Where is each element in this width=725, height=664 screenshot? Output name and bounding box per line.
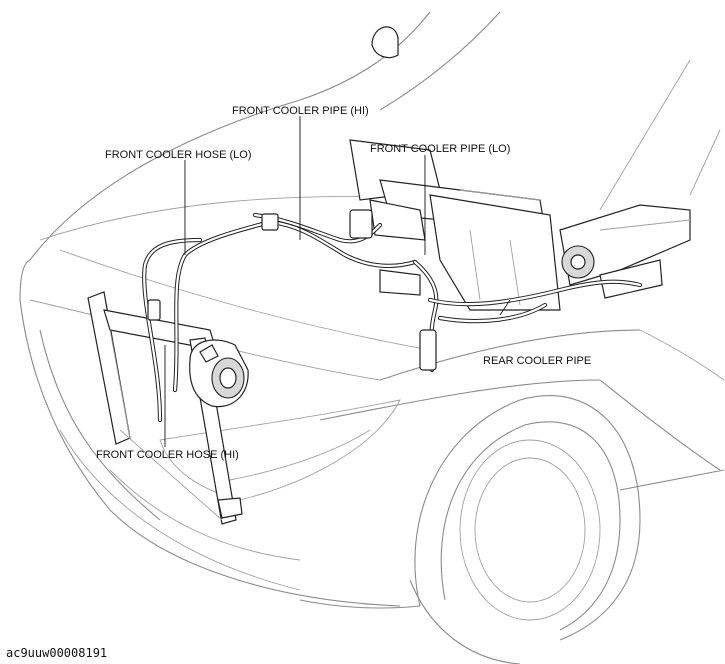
label-rear-cooler-pipe: REAR COOLER PIPE [483, 355, 591, 367]
leader-rear-cooler-pipe [499, 299, 511, 316]
leader-lines [164, 116, 511, 447]
hvac-unit [349, 139, 561, 311]
label-front-cooler-pipe-hi: FRONT COOLER PIPE (HI) [232, 105, 369, 117]
front-wheel [409, 395, 641, 664]
label-front-cooler-hose-hi: FRONT COOLER HOSE (HI) [96, 449, 239, 461]
compressor [189, 339, 249, 408]
label-front-cooler-pipe-lo: FRONT COOLER PIPE (LO) [370, 143, 510, 155]
vehicle-body-outline [19, 11, 725, 609]
label-front-cooler-hose-lo: FRONT COOLER HOSE (LO) [105, 149, 251, 161]
rear-cooler-unit [559, 204, 691, 299]
figure-code: ac9uuw00008191 [6, 646, 107, 660]
refrigerant-lines [142, 209, 643, 423]
